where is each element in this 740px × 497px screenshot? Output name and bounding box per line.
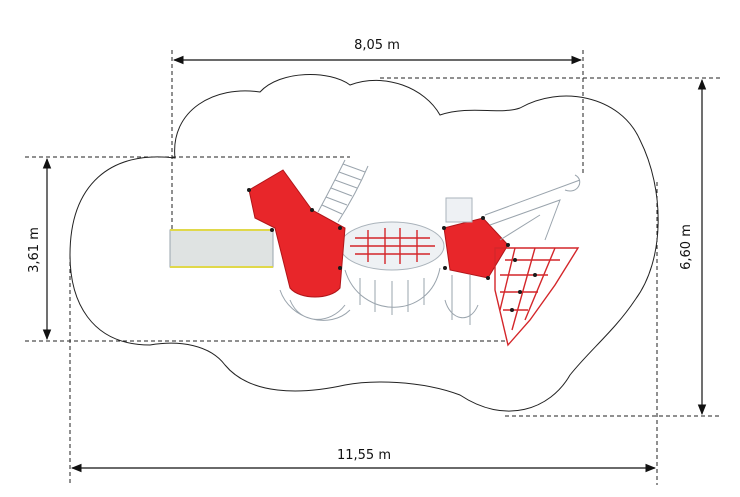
dimension-label-bottom: 11,55 m (337, 448, 391, 463)
dimension-label-right: 6,60 m (679, 224, 694, 270)
climbing-net (494, 247, 580, 347)
roof-right (443, 217, 509, 279)
lattice-arm-right (484, 174, 581, 241)
right-tower-frame (444, 197, 479, 325)
safety-zone-outline (69, 74, 659, 412)
ladder-upper-left (317, 159, 369, 223)
slide (169, 229, 274, 268)
playground-structure (169, 159, 581, 347)
dimension-label-left: 3,61 m (27, 227, 42, 273)
central-bridge (339, 221, 445, 315)
dimension-label-top: 8,05 m (354, 38, 400, 53)
climber-lower-left (279, 289, 351, 321)
roof-left (248, 169, 346, 298)
joint-nodes (247, 188, 537, 312)
